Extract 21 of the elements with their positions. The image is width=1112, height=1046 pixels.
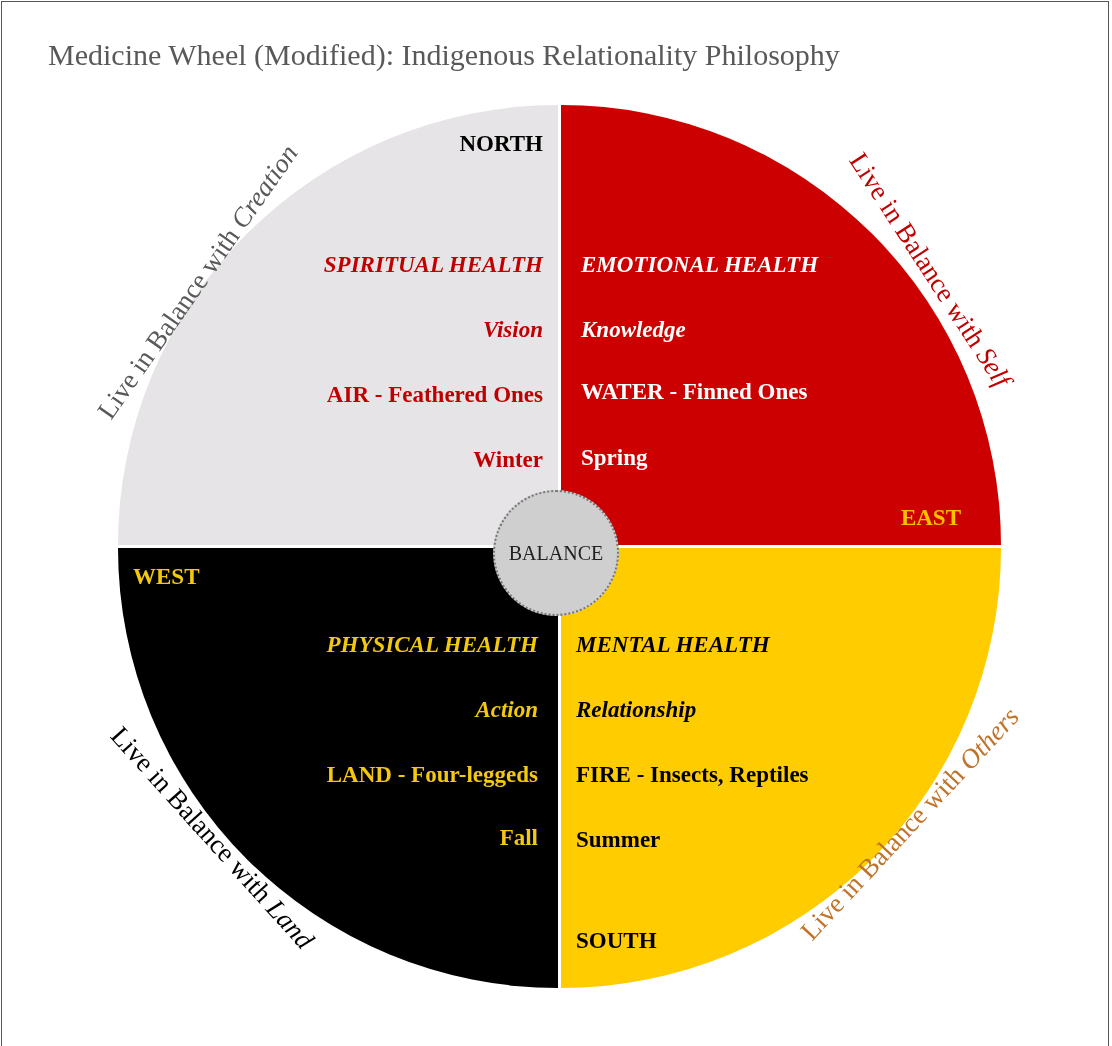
direction-label: SOUTH (576, 928, 657, 954)
season-label: Summer (576, 827, 661, 853)
element-label: FIRE - Insects, Reptiles (576, 762, 809, 788)
gift-label: Relationship (576, 697, 697, 723)
diagram-title: Medicine Wheel (Modified): Indigenous Relationality Philosophy (48, 38, 840, 72)
direction-label: EAST (900, 505, 961, 531)
season-label: Winter (473, 447, 543, 473)
element-label: WATER - Finned Ones (581, 379, 808, 405)
direction-label: WEST (133, 564, 200, 590)
season-label: Spring (581, 445, 648, 471)
gift-label: Vision (482, 317, 543, 343)
direction-label: NORTH (459, 131, 543, 157)
gift-label: Knowledge (581, 317, 686, 343)
season-label: Fall (499, 825, 538, 851)
gift-label: Action (475, 697, 538, 723)
element-label: AIR - Feathered Ones (326, 382, 543, 408)
health-heading: SPIRITUAL HEALTH (323, 252, 543, 278)
health-heading: MENTAL HEALTH (576, 632, 770, 658)
element-label: LAND - Four-leggeds (326, 762, 538, 788)
health-heading: EMOTIONAL HEALTH (581, 252, 819, 278)
health-heading: PHYSICAL HEALTH (326, 632, 538, 658)
